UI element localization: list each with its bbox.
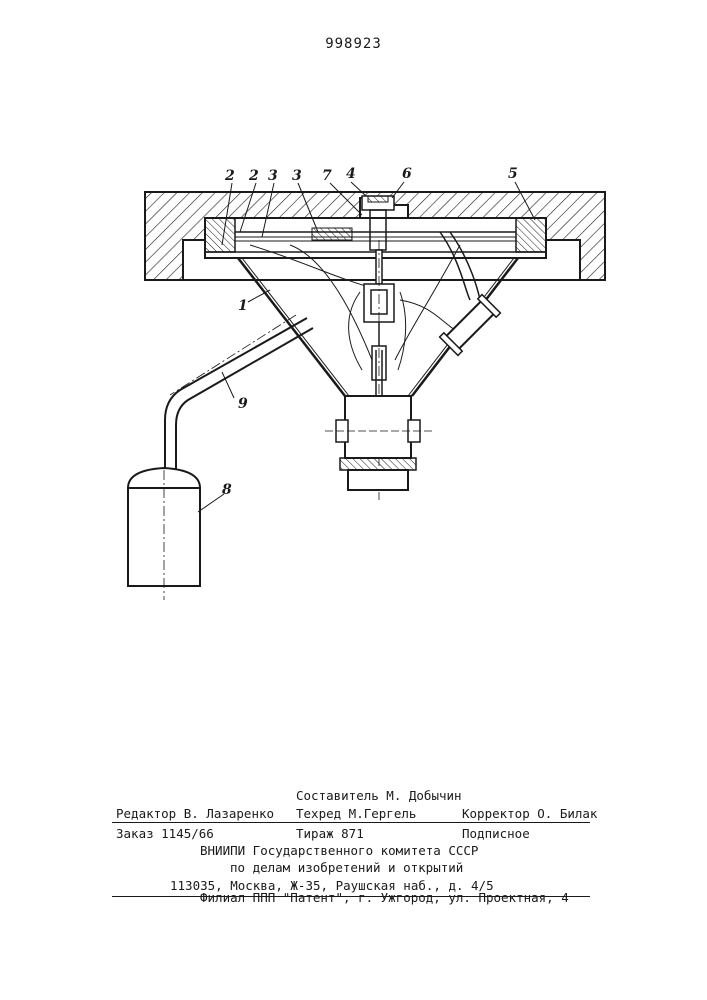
label-3a: 3 [268,168,278,184]
imprint-corrector: Корректор О. Билак [462,806,597,821]
label-7: 7 [322,168,332,184]
imprint-order: Заказ 1145/66 [116,826,214,841]
label-6: 6 [402,166,412,182]
rule-top [112,822,590,823]
imprint-editor: Редактор В. Лазаренко [116,806,274,821]
label-2b: 2 [248,168,259,184]
label-3b: 3 [292,168,302,184]
label-2a: 2 [224,168,235,184]
imprint-techred: Техред М.Гергель [296,806,416,821]
label-1: 1 [238,298,248,314]
label-9: 9 [238,396,248,412]
imprint-institute-line2: по делам изобретений и открытий [230,860,463,875]
label-8: 8 [222,482,232,498]
imprint-compiler: Составитель М. Добычин [296,788,462,803]
label-5: 5 [508,166,518,182]
imprint-branch: Филиал ППП "Патент", г. Ужгород, ул. Про… [200,890,569,905]
imprint-institute-line1: ВНИИПИ Государственного комитета СССР [200,843,478,858]
label-4: 4 [346,166,356,182]
imprint-subscription: Подписное [462,826,530,841]
imprint-circulation: Тираж 871 [296,826,364,841]
